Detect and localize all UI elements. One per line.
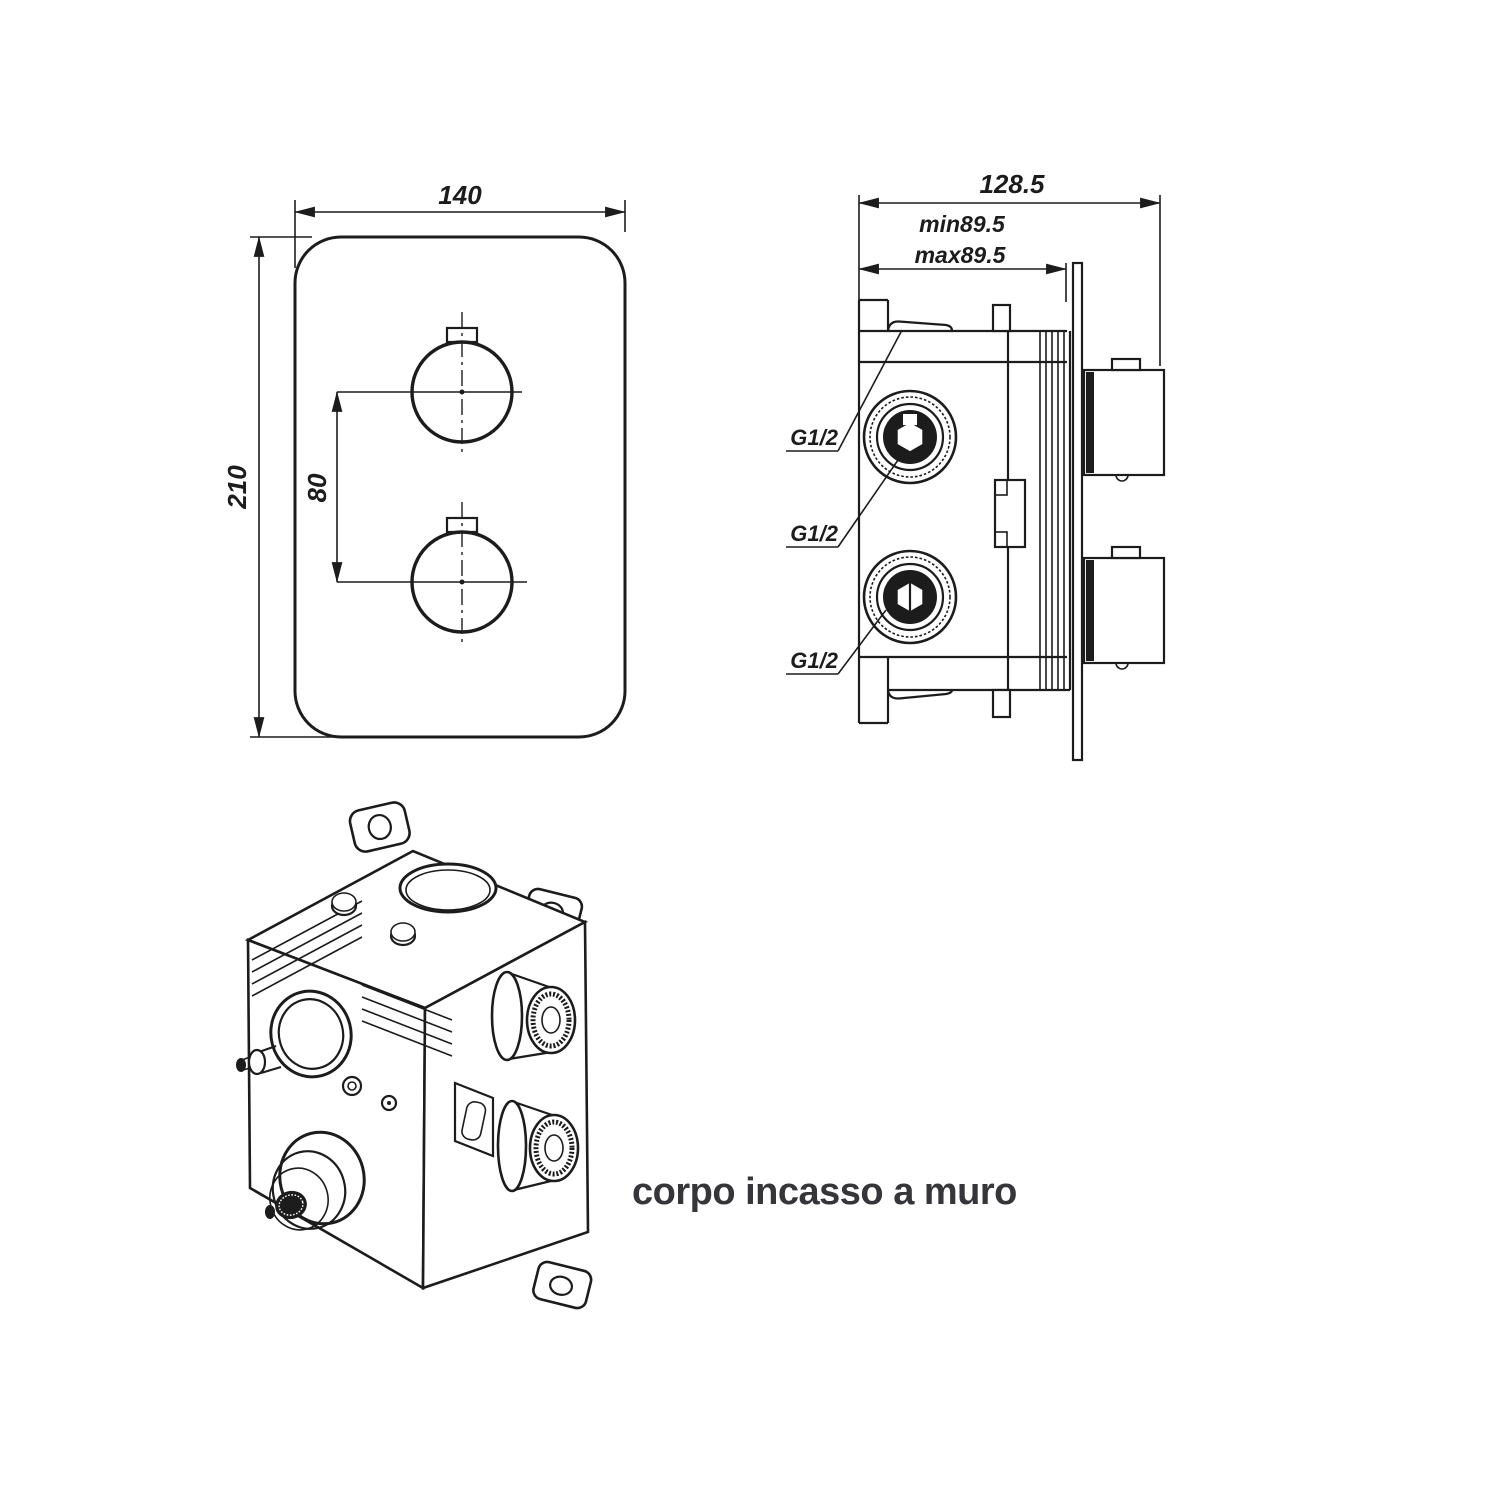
- front-knob-top: [337, 312, 522, 455]
- iso-middle-ear: [453, 1081, 495, 1158]
- side-depth-dim-label: 128.5: [979, 169, 1045, 199]
- isometric-view: [236, 801, 593, 1310]
- side-top-cap: [886, 320, 954, 332]
- iso-outlet-port-top: [490, 970, 577, 1062]
- side-view: G1/2 G1/2 G1/2 128.5 min89.5 max89.5: [786, 169, 1166, 762]
- side-depth-dimension: 128.5: [858, 169, 1161, 366]
- port-label-3: G1/2: [790, 648, 838, 673]
- front-view: 140 210 80: [222, 180, 627, 739]
- port-callout-3: G1/2: [786, 609, 887, 675]
- side-knob-bottom: [1082, 545, 1166, 670]
- port-callout-2: G1/2: [786, 459, 899, 548]
- side-bottom-tab: [991, 688, 1012, 719]
- iso-outlet-port-bottom: [496, 1099, 580, 1193]
- side-body: [857, 298, 1072, 725]
- caption-text: corpo incasso a muro: [632, 1171, 1017, 1213]
- iso-fasteners: [341, 1075, 398, 1112]
- iso-valve-top: [236, 989, 353, 1079]
- iso-valve-bottom: [265, 1130, 366, 1231]
- side-port-top: [862, 389, 958, 485]
- side-top-tab: [991, 303, 1012, 333]
- front-knob-spacing-dimension: 80: [302, 391, 343, 583]
- front-height-dimension: 210: [222, 236, 350, 738]
- port-label-1: G1/2: [790, 425, 838, 450]
- side-max-depth-label: max89.5: [915, 242, 1007, 268]
- side-bottom-cap: [886, 689, 954, 700]
- side-port-bottom: [862, 549, 958, 645]
- front-knob-spacing-dim-label: 80: [302, 473, 332, 502]
- side-wall-plate: [1071, 261, 1084, 762]
- iso-mounting-lug-top-left: [348, 801, 411, 853]
- iso-top-bosses: [330, 892, 417, 947]
- side-minmax-dimension: min89.5 max89.5: [858, 211, 1067, 302]
- iso-mounting-lug-bottom-right: [532, 1260, 593, 1310]
- front-knob-bottom: [337, 502, 527, 647]
- port-callout-1: G1/2: [786, 329, 903, 452]
- side-min-depth-label: min89.5: [919, 211, 1006, 237]
- side-knob-top: [1082, 357, 1166, 482]
- front-width-dim-label: 140: [438, 180, 482, 210]
- front-plate: [293, 235, 627, 739]
- iso-top-cap: [398, 862, 498, 914]
- front-height-dim-label: 210: [222, 465, 252, 510]
- port-label-2: G1/2: [790, 521, 838, 546]
- side-sleeve-stack: [1039, 331, 1072, 690]
- front-width-dimension: 140: [294, 180, 626, 268]
- side-middle-ear: [993, 478, 1027, 549]
